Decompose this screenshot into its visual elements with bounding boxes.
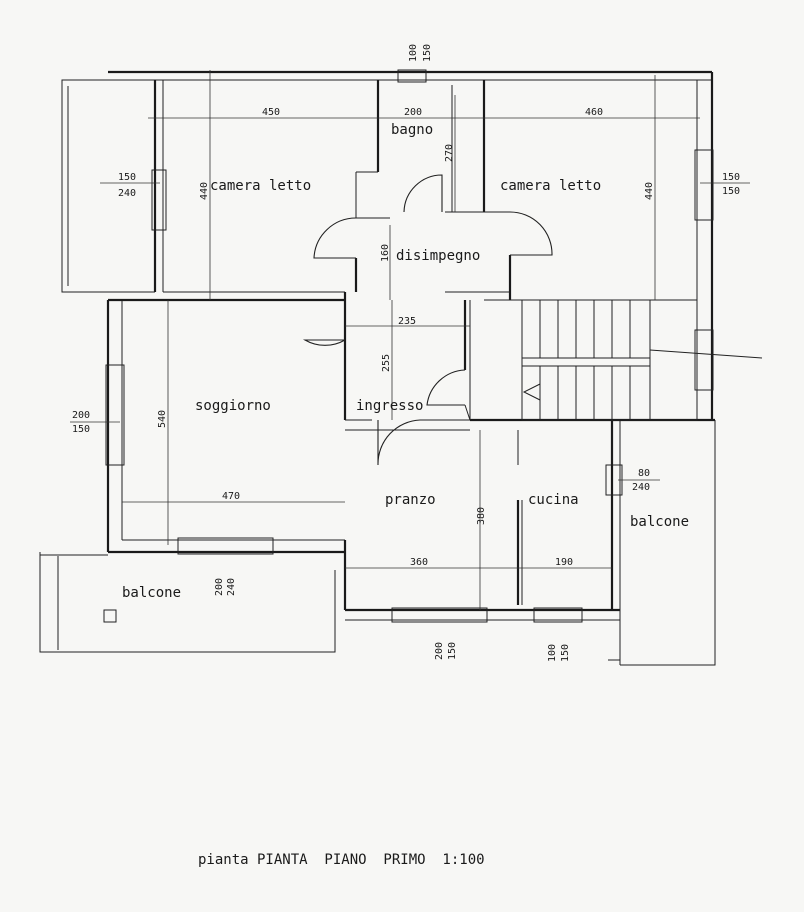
room-ingresso: ingresso [356,398,423,414]
room-bagno: bagno [391,122,433,138]
win-right-camera-a: 150 [722,172,740,183]
windows [103,69,714,623]
dim-ingresso-height: 255 [381,354,392,372]
staircase [522,300,763,420]
win-left-soggiorno-a: 200 [72,410,90,421]
dim-pranzo-width: 360 [410,557,428,568]
win-top-b: 150 [422,44,433,62]
window-labels: 100 150 150 240 150 150 200 150 80 240 2… [72,44,740,662]
interior-walls [163,80,698,605]
dim-pranzo-height: 380 [476,507,487,525]
room-camera-right: camera letto [500,178,601,194]
win-top-a: 100 [408,44,419,62]
dim-camera-left-height: 440 [199,182,210,200]
room-soggiorno: soggiorno [195,398,271,414]
dim-camera-right-width: 460 [585,107,603,118]
dim-disimpegno-height: 160 [380,244,391,262]
plan-title: pianta PIANTA PIANO PRIMO 1:100 [198,852,485,868]
room-disimpegno: disimpegno [396,248,480,264]
win-bottom-cucina-b: 150 [560,644,571,662]
win-bottom-pranzo-b: 150 [447,642,458,660]
win-bottom-soggiorno-a: 200 [214,578,225,596]
doors [302,174,553,466]
room-labels: camera letto bagno camera letto disimpeg… [122,122,689,601]
win-bottom-cucina-a: 100 [547,644,558,662]
dim-cucina-width: 190 [555,557,573,568]
win-right-camera-b: 150 [722,186,740,197]
dim-bagno-width: 200 [404,107,422,118]
dim-soggiorno-width: 470 [222,491,240,502]
dimension-lines [70,70,750,610]
dim-bagno-height: 270 [444,144,455,162]
win-bottom-soggiorno-b: 240 [226,578,237,596]
dim-soggiorno-height: 540 [157,410,168,428]
room-pranzo: pranzo [385,492,436,508]
win-bottom-pranzo-a: 200 [434,642,445,660]
win-left-camera-a: 150 [118,172,136,183]
dim-ingresso-width: 235 [398,316,416,327]
dim-camera-left-width: 450 [262,107,280,118]
win-right-cucina-b: 240 [632,482,650,493]
dim-camera-right-height: 440 [644,182,655,200]
room-balcone-left: balcone [122,585,181,601]
dimension-labels: 450 200 460 440 270 440 160 235 255 540 … [157,107,655,568]
win-right-cucina-a: 80 [638,468,650,479]
win-left-soggiorno-b: 150 [72,424,90,435]
room-camera-left: camera letto [210,178,311,194]
room-cucina: cucina [528,492,579,508]
outer-walls [39,70,716,666]
room-balcone-right: balcone [630,514,689,530]
win-left-camera-b: 240 [118,188,136,199]
